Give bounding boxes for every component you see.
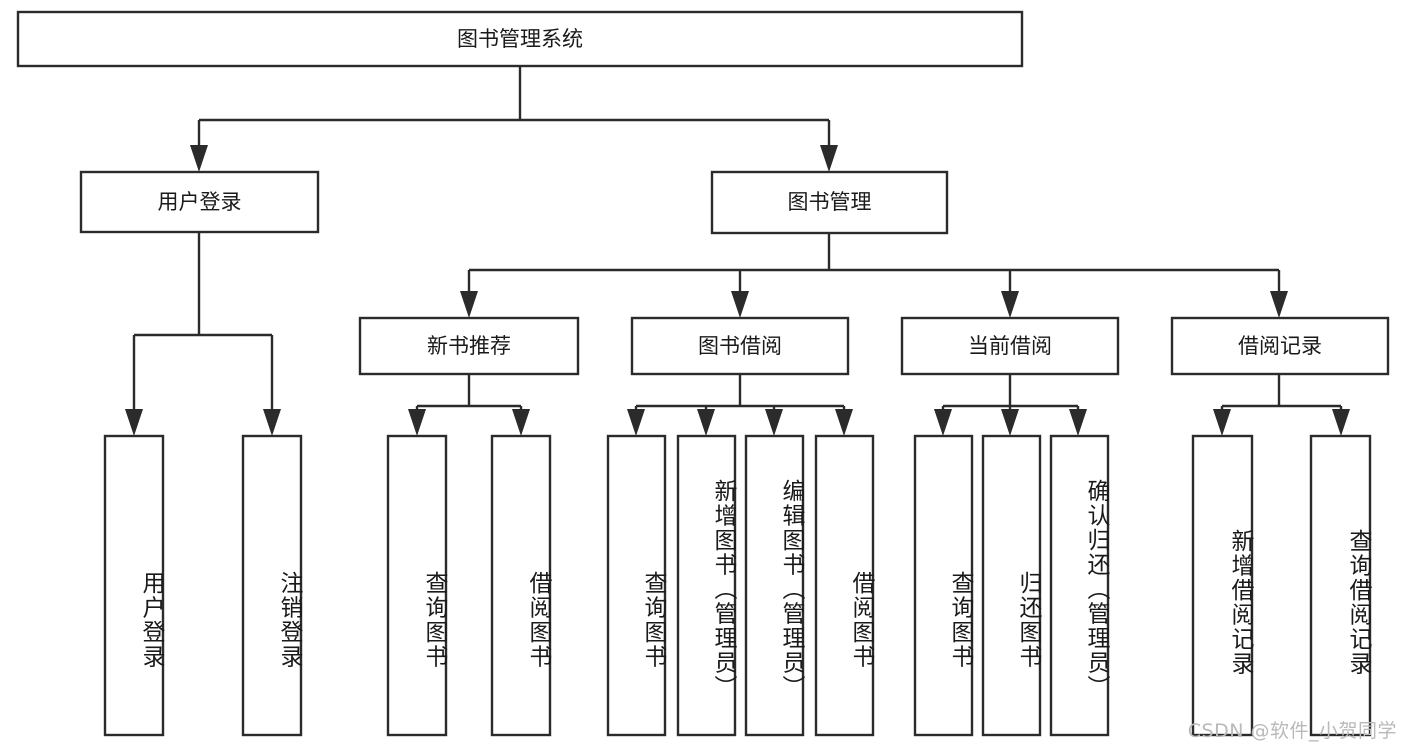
arrow-head-bb-query-book — [627, 409, 645, 436]
arrow-head-book-borrow — [731, 291, 749, 318]
arrow-head-new-book — [460, 291, 478, 318]
arrow-head-user-login — [190, 145, 208, 172]
arrow-head-leaf-user-login — [125, 409, 143, 436]
arrow-head-cb-return-book — [1001, 409, 1019, 436]
node-box-leaf-cb-confirm-return[interactable] — [1049, 434, 1110, 737]
arrow-head-br-query-record — [1332, 409, 1350, 436]
arrow-head-bb-add-book — [697, 409, 715, 436]
node-box-leaf-cb-query-book[interactable] — [913, 434, 974, 737]
arrow-head-borrow-record — [1270, 291, 1288, 318]
node-box-book-borrow[interactable] — [630, 316, 850, 376]
connectors-book-mgmt-children — [460, 233, 1288, 318]
arrow-head-nb-query-book — [408, 409, 426, 436]
connectors-new-book-children — [408, 374, 530, 436]
arrow-head-book-mgmt — [820, 145, 838, 172]
node-label-book-management: 图书管理 — [788, 190, 872, 214]
node-box-user-login[interactable] — [79, 170, 320, 234]
connectors-root-level — [190, 66, 838, 172]
node-box-borrow-record[interactable] — [1170, 316, 1390, 376]
node-label-current-borrow: 当前借阅 — [968, 334, 1052, 358]
node-box-leaf-bb-edit-book[interactable] — [744, 434, 805, 737]
arrow-head-bb-edit-book — [765, 409, 783, 436]
arrow-head-cb-query-book — [934, 409, 952, 436]
node-box-leaf-bb-add-book[interactable] — [676, 434, 737, 737]
node-box-leaf-bb-query-book[interactable] — [606, 434, 667, 737]
arrow-head-cb-confirm-return — [1069, 409, 1087, 436]
arrow-head-leaf-logout — [263, 409, 281, 436]
connectors-book-borrow-children — [627, 374, 853, 436]
node-box-leaf-user-login[interactable] — [103, 434, 165, 737]
arrow-head-nb-borrow-book — [512, 409, 530, 436]
connectors-current-borrow-children — [934, 374, 1087, 436]
node-box-leaf-bb-borrow-book[interactable] — [814, 434, 875, 737]
node-box-leaf-cb-return-book[interactable] — [981, 434, 1042, 737]
node-box-leaf-br-add-record[interactable] — [1191, 434, 1254, 737]
arrow-head-current-borrow — [1001, 291, 1019, 318]
node-label-root: 图书管理系统 — [457, 27, 583, 51]
arrow-head-br-add-record — [1213, 409, 1231, 436]
node-box-root[interactable] — [16, 10, 1024, 68]
node-label-book-borrow: 图书借阅 — [698, 334, 782, 358]
node-box-leaf-nb-borrow-book[interactable] — [490, 434, 552, 737]
arrow-head-bb-borrow-book — [835, 409, 853, 436]
watermark-text: CSDN @软件_小贺同学 — [1187, 720, 1397, 742]
node-box-leaf-nb-query-book[interactable] — [386, 434, 448, 737]
node-box-new-book-recommend[interactable] — [358, 316, 580, 376]
node-box-current-borrow[interactable] — [900, 316, 1120, 376]
node-box-leaf-br-query-record[interactable] — [1309, 434, 1372, 737]
connectors-user-login-children — [125, 232, 281, 436]
node-label-borrow-record: 借阅记录 — [1238, 334, 1322, 358]
node-label-user-login: 用户登录 — [158, 190, 242, 214]
node-label-new-book-recommend: 新书推荐 — [427, 334, 511, 358]
node-box-leaf-logout[interactable] — [241, 434, 303, 737]
connectors-borrow-record-children — [1213, 374, 1350, 436]
node-box-book-management[interactable] — [710, 170, 949, 235]
